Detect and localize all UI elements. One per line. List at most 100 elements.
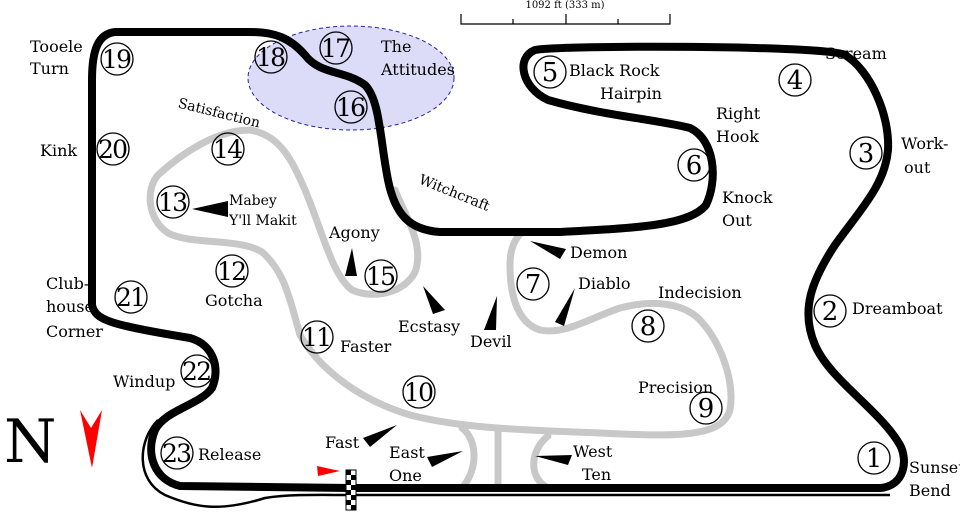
turn-marker-13: 13 — [156, 185, 190, 219]
turn-marker-21: 21 — [114, 280, 148, 314]
turn-marker-6: 6 — [677, 148, 711, 182]
pointer-demon — [530, 241, 566, 259]
turn-marker-19: 19 — [100, 42, 134, 76]
scale-label: 1092 ft (333 m) — [525, 0, 604, 11]
turn-circle — [215, 254, 249, 288]
turn-circle — [631, 309, 665, 343]
turn-marker-3: 3 — [849, 136, 883, 170]
turn-marker-18: 18 — [254, 40, 288, 74]
turn-number: 17 — [321, 34, 351, 63]
turn-number: 10 — [404, 378, 434, 407]
label-blackrock-2: Hairpin — [600, 84, 662, 103]
label-club-2: house — [46, 297, 94, 316]
turn-circle — [254, 40, 288, 74]
label-scream: Scream — [825, 44, 887, 63]
label-demon: Demon — [570, 243, 627, 262]
scale-bar — [460, 14, 671, 25]
label-club-3: Corner — [46, 322, 103, 341]
turn-circle — [857, 441, 891, 475]
label-release: Release — [198, 445, 261, 464]
turn-number: 15 — [366, 262, 396, 291]
turn-number: 13 — [158, 188, 188, 217]
turn-number: 14 — [213, 135, 243, 164]
turn-marker-7: 7 — [516, 267, 550, 301]
turn-marker-1: 1 — [857, 441, 891, 475]
label-attitudes-2: Attitudes — [380, 60, 455, 79]
turn-number: 22 — [182, 357, 212, 386]
pointer-13 — [192, 201, 228, 217]
label-east-1: East — [389, 443, 425, 462]
label-west-1: West — [573, 442, 613, 461]
compass-north-label: N — [4, 407, 57, 477]
turn-circle — [180, 354, 214, 388]
turn-marker-8: 8 — [631, 309, 665, 343]
label-diablo: Diablo — [578, 274, 630, 293]
label-sunset-2: Bend — [909, 481, 951, 500]
label-mabey-2: Y'll Makit — [228, 213, 297, 229]
label-attitudes-1: The — [381, 37, 411, 56]
turn-circle — [849, 136, 883, 170]
label-workout-2: out — [904, 158, 931, 177]
label-faster: Faster — [340, 337, 392, 356]
turn-marker-11: 11 — [300, 320, 334, 354]
label-gotcha: Gotcha — [205, 291, 263, 310]
turn-circle — [677, 148, 711, 182]
turn-number: 18 — [256, 43, 286, 72]
label-tooele-2: Turn — [30, 59, 69, 78]
turn-number: 20 — [98, 135, 128, 164]
turn-marker-17: 17 — [319, 31, 353, 65]
turn-circle — [533, 55, 567, 89]
turn-circle — [160, 436, 194, 470]
label-kink: Kink — [40, 141, 77, 160]
label-west-2: Ten — [582, 465, 611, 484]
turn-marker-22: 22 — [180, 354, 214, 388]
turn-circle — [211, 132, 245, 166]
direction-arrow-red — [317, 466, 340, 476]
pointer-diablo — [555, 288, 575, 326]
label-knockout-2: Out — [722, 211, 752, 230]
turn-number: 23 — [162, 439, 192, 468]
main-track — [88, 28, 908, 492]
turn-marker-10: 10 — [402, 375, 436, 409]
pointer-west-ten — [535, 455, 572, 465]
turn-circle — [114, 280, 148, 314]
label-blackrock-1: Black Rock — [569, 61, 660, 80]
turn-marker-12: 12 — [215, 254, 249, 288]
turn-number: 5 — [542, 58, 559, 88]
turn-circle — [100, 42, 134, 76]
turn-marker-15: 15 — [364, 259, 398, 293]
label-indecision: Indecision — [658, 283, 742, 302]
turn-number: 2 — [822, 297, 839, 327]
label-east-2: One — [389, 466, 422, 485]
turn-marker-20: 20 — [96, 132, 130, 166]
label-mabey-1: Mabey — [229, 193, 277, 209]
turn-number: 8 — [640, 312, 657, 342]
pit-lane — [141, 419, 890, 509]
turn-number: 19 — [102, 45, 132, 74]
label-sunset-1: Sunset — [909, 458, 960, 477]
turn-number: 12 — [217, 257, 247, 286]
pointer-fast — [363, 425, 397, 447]
label-workout-1: Work- — [901, 134, 948, 153]
pointer-devil — [484, 296, 497, 330]
turn-number: 6 — [686, 151, 703, 181]
turn-circle — [402, 375, 436, 409]
label-club-1: Club- — [46, 274, 89, 293]
turn-circle — [516, 267, 550, 301]
label-devil: Devil — [470, 332, 512, 351]
turn-marker-23: 23 — [160, 436, 194, 470]
label-knockout-1: Knock — [722, 188, 773, 207]
turn-circle — [334, 90, 368, 124]
label-satisfaction: Satisfaction — [176, 96, 262, 132]
turn-number: 21 — [116, 283, 146, 312]
pointer-east-one — [427, 451, 463, 467]
turn-number: 11 — [302, 323, 332, 352]
finish-line-checkered — [345, 469, 357, 511]
turn-marker-4: 4 — [778, 63, 812, 97]
corner-pointers — [192, 201, 575, 467]
turn-marker-14: 14 — [211, 132, 245, 166]
turn-circle — [813, 294, 847, 328]
label-agony: Agony — [328, 223, 380, 242]
